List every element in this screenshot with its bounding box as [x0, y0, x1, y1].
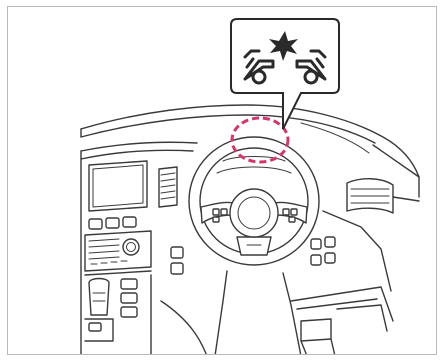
- callout-bubble: [231, 19, 339, 129]
- steering-column: [215, 271, 301, 355]
- dashboard-illustration: [8, 7, 437, 355]
- gear-shifter: [89, 279, 109, 316]
- console-button: [106, 218, 119, 228]
- audio-knob: [123, 239, 139, 255]
- center-console: [85, 217, 207, 355]
- console-button: [123, 217, 136, 227]
- illustration-frame: [7, 6, 437, 355]
- left-dash-panel: [81, 142, 197, 211]
- console-button: [89, 219, 102, 229]
- steering-wheel: [189, 137, 319, 265]
